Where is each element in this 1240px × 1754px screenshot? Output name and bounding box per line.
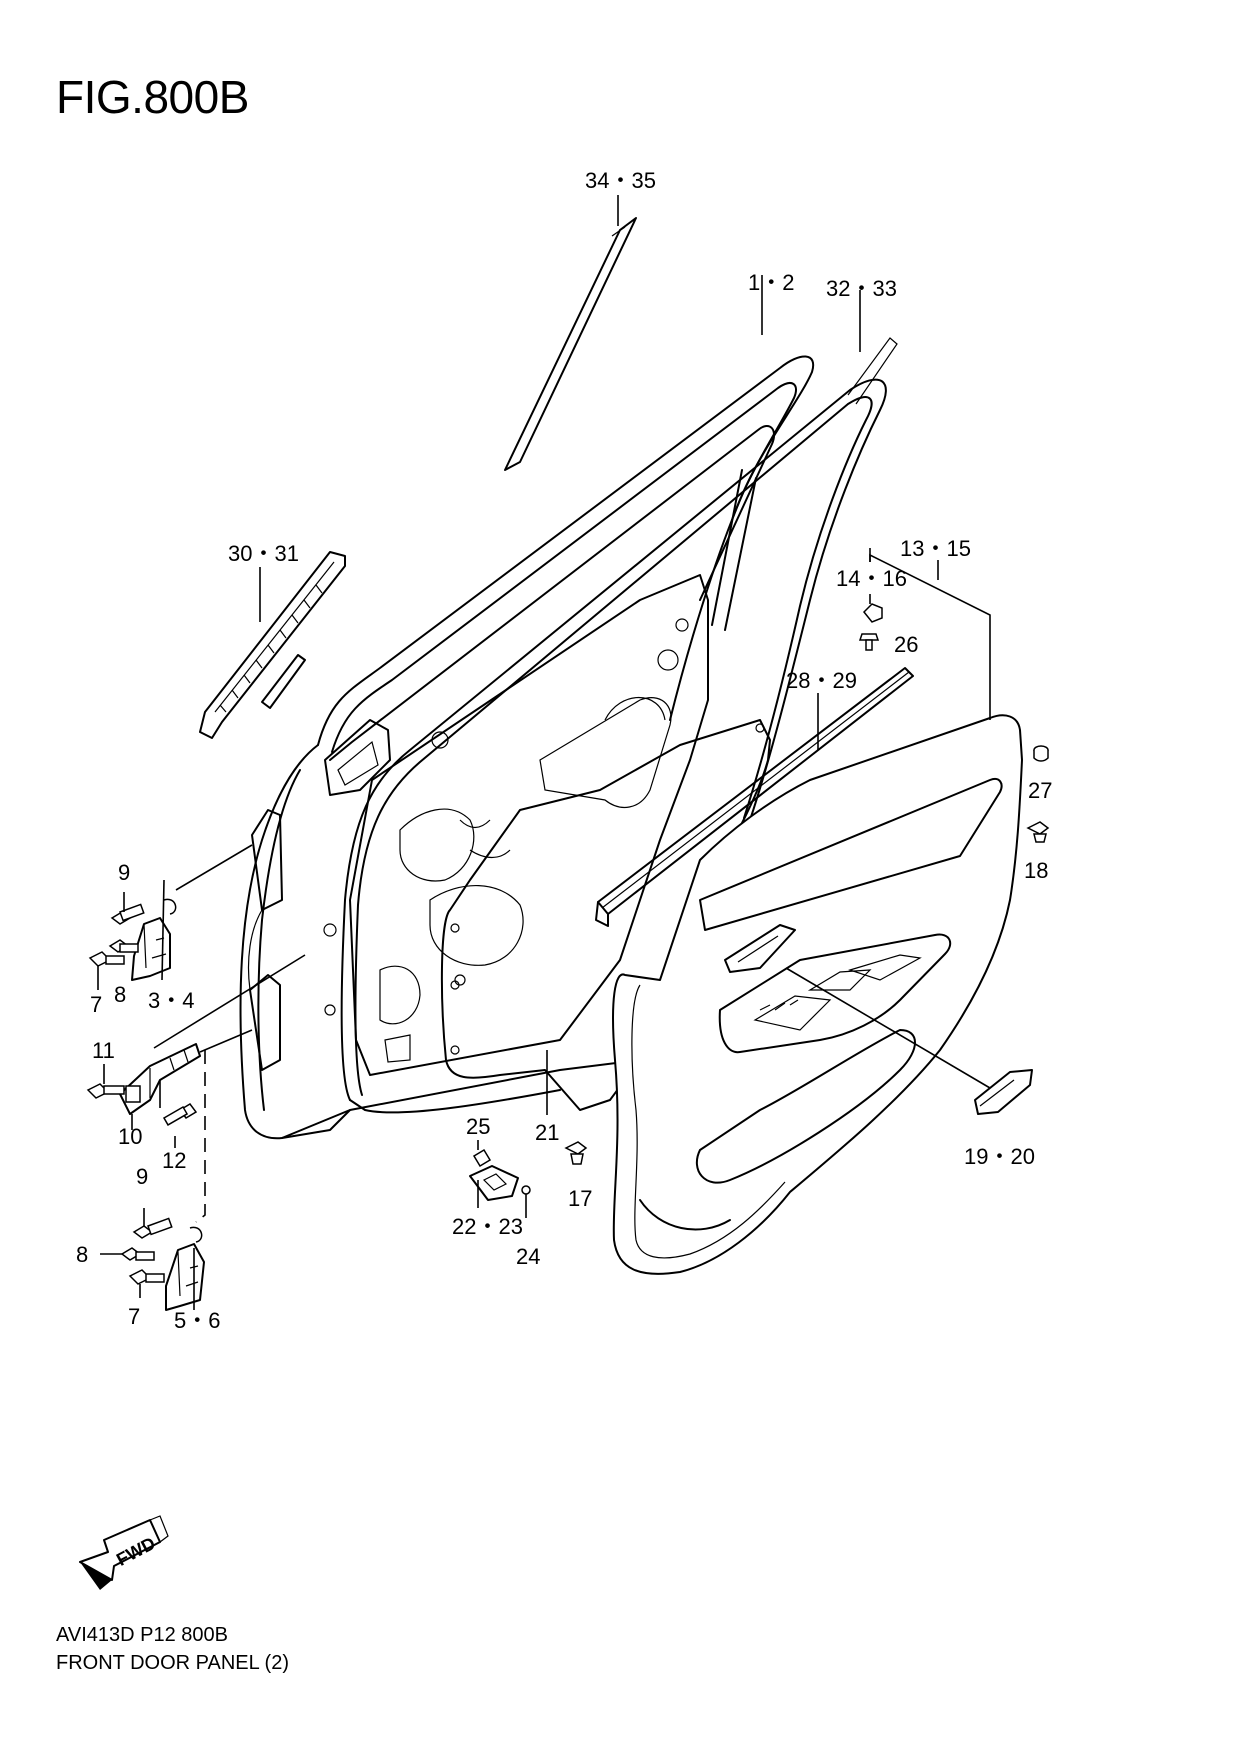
callout-7-top: 7: [90, 992, 102, 1017]
callout-14-16: 14・16: [836, 566, 907, 591]
part-13-15-door-trim: [612, 548, 1023, 1275]
callout-32-33: 32・33: [826, 276, 897, 301]
callout-10: 10: [118, 1124, 142, 1149]
part-28-29-belt-strip: [595, 667, 914, 927]
part-9-bolt-bottom: [132, 1208, 173, 1239]
callout-25: 25: [466, 1114, 490, 1139]
part-27-cap: [1033, 745, 1049, 762]
part-17-clip: [564, 1141, 588, 1165]
part-3-4-upper-hinge: [131, 844, 253, 981]
callout-18: 18: [1024, 858, 1048, 883]
callout-9-bottom: 9: [136, 1164, 148, 1189]
part-18-clip: [1026, 821, 1050, 843]
callout-27: 27: [1028, 778, 1052, 803]
part-9-bolt-top: [110, 892, 145, 925]
part-25-clip: [472, 1140, 492, 1168]
part-19-20-bezel: [785, 967, 1033, 1115]
callout-22-23: 22・23: [452, 1214, 523, 1239]
part-26-screw: [858, 633, 880, 651]
figure-name: FRONT DOOR PANEL (2): [56, 1652, 289, 1674]
callout-8-bottom: 8: [76, 1242, 88, 1267]
fwd-arrow-icon: FWD: [79, 1515, 169, 1590]
callout-24: 24: [516, 1244, 540, 1269]
callout-34-35: 34・35: [585, 168, 656, 193]
callout-8-top: 8: [114, 982, 126, 1007]
figure-code: AVI413D P12 800B: [56, 1624, 228, 1646]
callout-28-29: 28・29: [786, 668, 857, 693]
part-12-bolt: [162, 1103, 198, 1148]
part-34-35-molding: [504, 195, 637, 471]
part-32-33-weatherstrip: [340, 290, 898, 1114]
callout-12: 12: [162, 1148, 186, 1173]
callout-3-4: 3・4: [148, 988, 194, 1013]
part-7-bolt-bottom: [128, 1269, 165, 1298]
part-7-bolt-top: [88, 951, 125, 990]
part-22-23-bracket: [469, 1165, 519, 1208]
part-30-31-corner-trim: [199, 551, 346, 739]
part-10-door-check: [119, 954, 306, 1130]
callout-26: 26: [894, 632, 918, 657]
part-11-bolt: [86, 1064, 125, 1099]
part-24-pin: [521, 1185, 531, 1218]
callout-1-2: 1・2: [748, 270, 794, 295]
callout-19-20: 19・20: [964, 1144, 1035, 1169]
callout-30-31: 30・31: [228, 541, 299, 566]
part-8-bolt-top: [108, 939, 139, 953]
part-5-6-lower-hinge: [165, 1226, 205, 1311]
part-14-16-clip: [862, 594, 883, 623]
callout-5-6: 5・6: [174, 1308, 220, 1333]
callout-13-15: 13・15: [900, 536, 971, 561]
figure-title: FIG.800B: [56, 71, 249, 123]
callout-21: 21: [535, 1120, 559, 1145]
part-8-bolt-bottom: [100, 1247, 155, 1261]
callout-17: 17: [568, 1186, 592, 1211]
callout-9-top: 9: [118, 860, 130, 885]
callout-7-bottom: 7: [128, 1304, 140, 1329]
callout-11: 11: [92, 1038, 115, 1063]
